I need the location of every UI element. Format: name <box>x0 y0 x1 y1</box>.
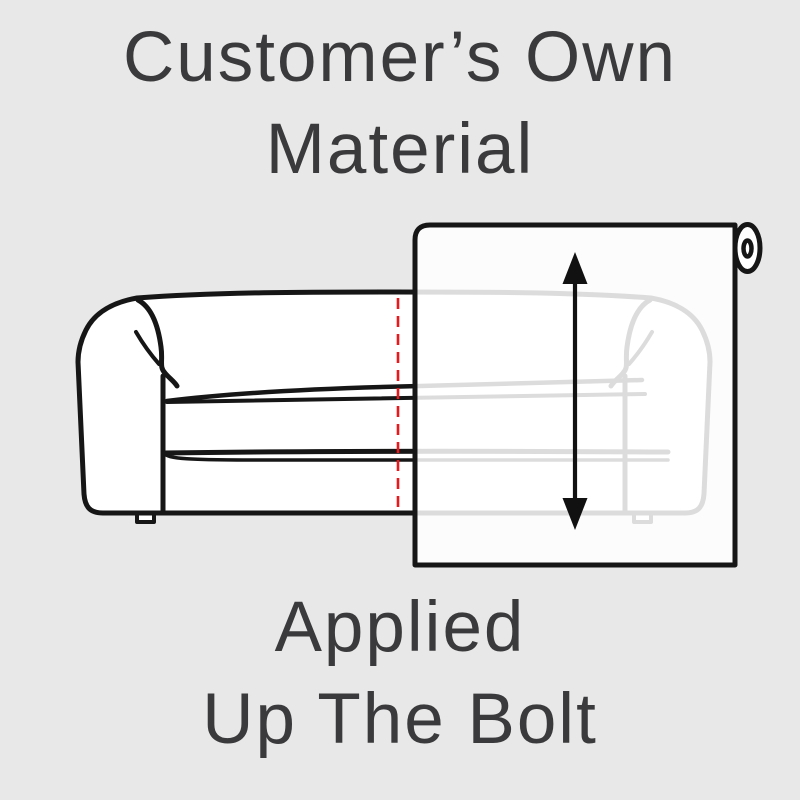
arrow-head-down <box>562 498 588 530</box>
caption-line-2: Up The Bolt <box>202 680 598 759</box>
title-line-1: Customer’s Own <box>122 18 678 97</box>
direction-arrow-icon <box>562 252 588 530</box>
diagram-title: Customer’s Own Material <box>0 12 800 196</box>
title-line-2: Material <box>265 110 535 189</box>
caption-line-1: Applied <box>274 588 526 667</box>
sofa-arm-left-details <box>134 297 180 516</box>
arrow-head-up <box>562 252 588 284</box>
fabric-bolt <box>412 222 763 568</box>
diagram-caption: Applied Up The Bolt <box>0 582 800 766</box>
bolt-roll-core-icon <box>741 238 754 259</box>
